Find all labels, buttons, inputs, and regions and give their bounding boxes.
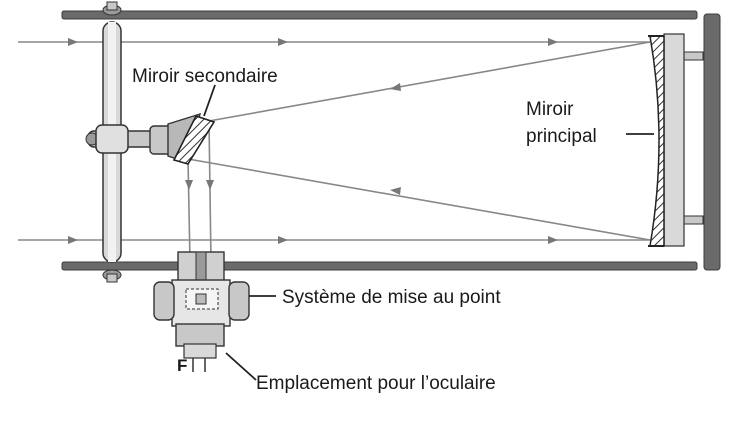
spider-support [85,1,161,283]
tube-rear-cap [703,13,721,271]
leader-lines [203,84,654,381]
label-secondary-mirror: Miroir secondaire [132,66,278,87]
label-focus-point: F [177,356,187,375]
focuser [153,251,250,372]
label-focusing-system: Système de mise au point [282,287,501,308]
label-primary-mirror-line1: Miroir [526,99,574,120]
tube-bottom-wall [61,261,698,271]
label-eyepiece-location: Emplacement pour l’oculaire [256,373,496,394]
secondary-mirror [149,112,216,165]
ray-arrows [68,38,558,244]
primary-mirror [648,33,704,247]
label-primary-mirror-line2: principal [526,126,597,147]
tube-top-wall [61,10,698,20]
light-rays [18,41,651,263]
